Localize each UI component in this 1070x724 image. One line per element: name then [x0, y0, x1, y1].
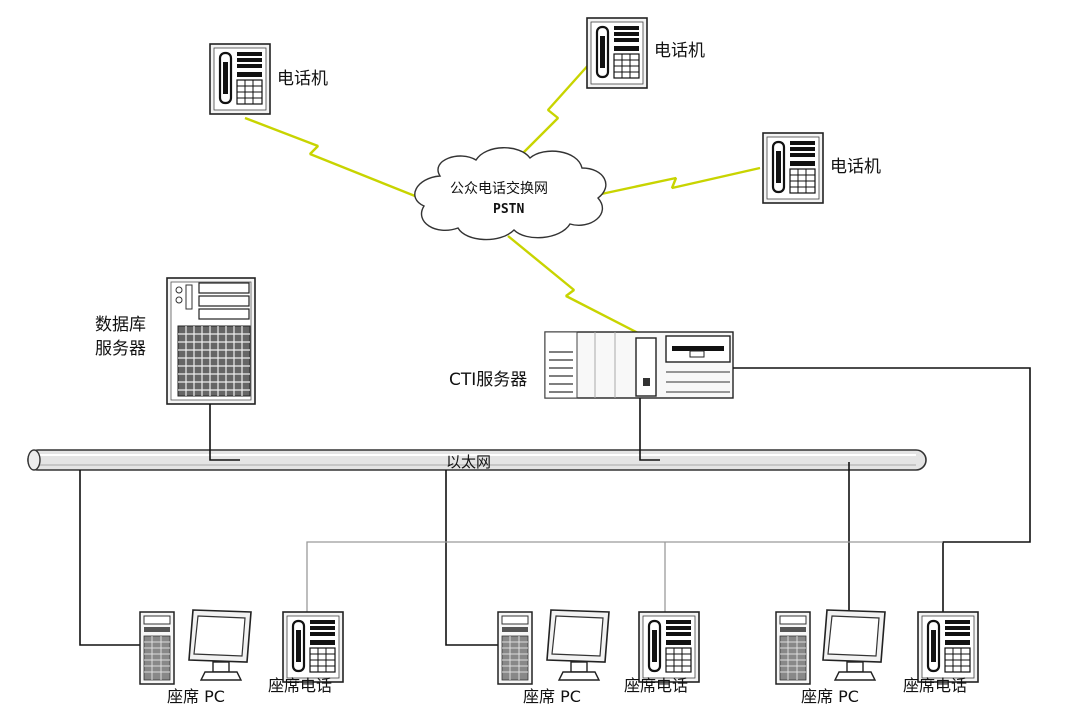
phone-top-center	[585, 16, 649, 90]
agent-phone-label-1: 座席电话	[268, 676, 332, 695]
cti-server	[544, 331, 734, 399]
pstn-cloud-label-cn: 公众电话交换网	[450, 180, 548, 197]
lightning-links	[244, 51, 761, 336]
agent-phone-label-2: 座席电话	[624, 676, 688, 695]
phone-top-left-label: 电话机	[277, 69, 328, 89]
database-server	[166, 277, 256, 405]
agent-station-3	[775, 609, 980, 685]
database-server-label-1: 数据库	[95, 315, 146, 335]
agent-pc-label-3: 座席 PC	[801, 687, 859, 706]
agent-station-2	[497, 609, 701, 685]
agent-pc-label-1: 座席 PC	[167, 687, 225, 706]
voice-connections	[306, 541, 943, 614]
agent-station-1	[139, 609, 345, 685]
data-connections	[79, 367, 1031, 646]
phone-top-left	[208, 42, 272, 116]
pstn-cloud	[414, 147, 607, 241]
phone-right-label: 电话机	[830, 157, 881, 177]
agent-pc-label-2: 座席 PC	[523, 687, 581, 706]
ethernet-bus	[27, 449, 927, 471]
phone-right	[761, 131, 825, 205]
agent-phone-label-3: 座席电话	[903, 676, 967, 695]
pstn-cloud-label-en: PSTN	[493, 202, 524, 217]
phone-top-center-label: 电话机	[654, 41, 705, 61]
cti-server-label: CTI服务器	[449, 370, 527, 390]
database-server-label-2: 服务器	[95, 339, 146, 359]
ethernet-label: 以太网	[446, 453, 491, 471]
